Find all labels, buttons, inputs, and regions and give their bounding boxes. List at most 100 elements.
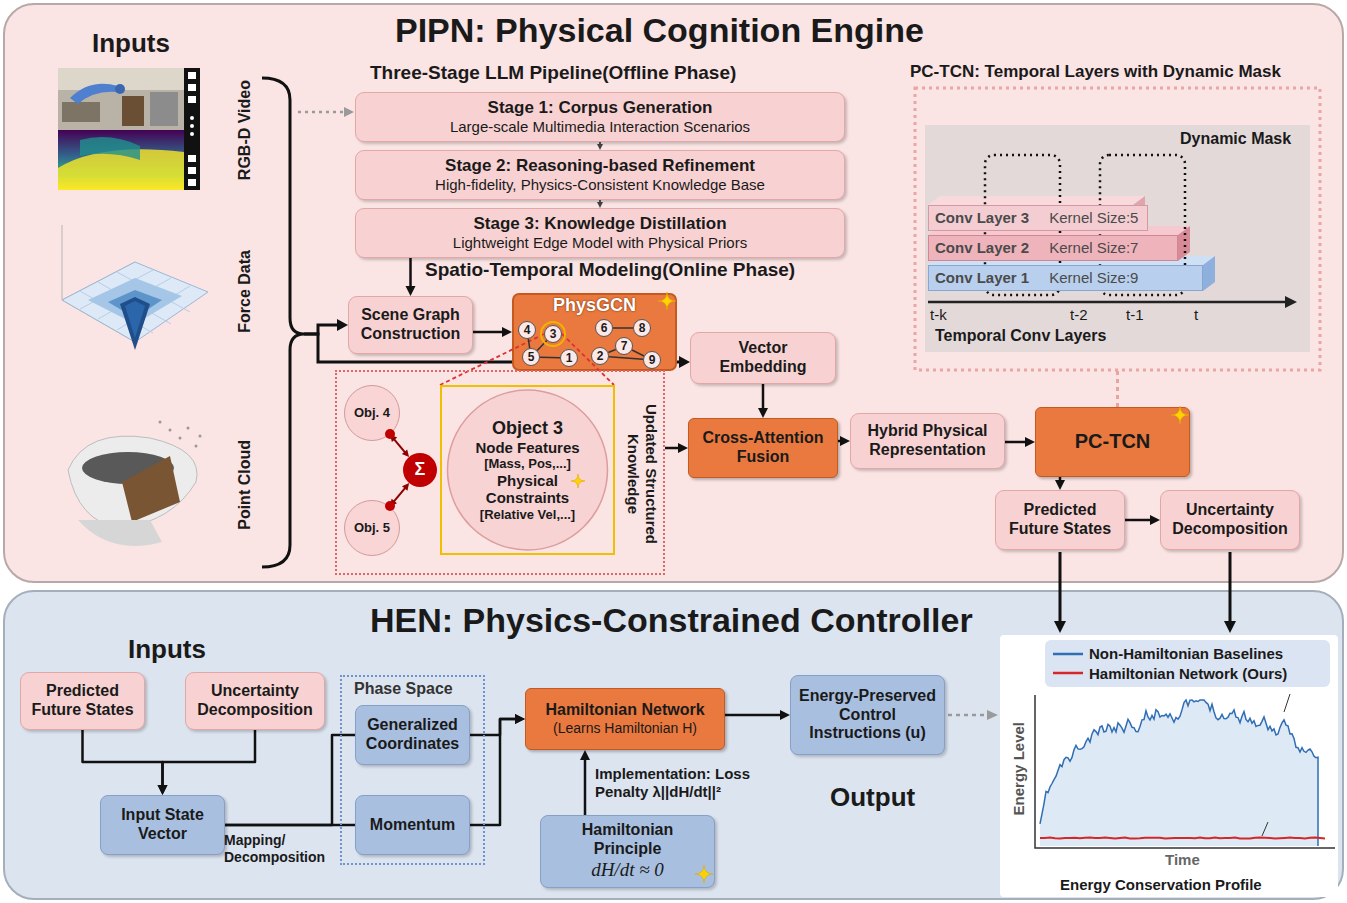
input-bracket (262, 78, 304, 567)
connector-line (393, 486, 407, 503)
connector-line (409, 258, 412, 290)
process-box: Predicted Future States (20, 672, 145, 730)
graph-node: 7 (615, 337, 633, 355)
arrow-head (402, 449, 409, 457)
process-box: Scene Graph Construction (348, 296, 473, 354)
box-text: Stage 2: Reasoning-based Refinement (445, 156, 755, 176)
illustration-part (195, 445, 198, 448)
box-text: Physical Constraints (468, 472, 588, 507)
axis-label: Temporal Conv Layers (935, 327, 1106, 346)
illustration-part (188, 155, 196, 162)
process-box: Uncertainty Decomposition (185, 672, 325, 730)
graph-node: 6 (595, 319, 613, 337)
object-circle-shape (448, 390, 608, 550)
connector-line (83, 730, 163, 789)
series-area (1040, 700, 1318, 846)
illustration-part (188, 72, 196, 79)
box-text: dH/dt ≈ 0 (591, 859, 664, 881)
box-text: Object 3 (492, 418, 563, 439)
arrow-head (1055, 480, 1065, 490)
arrow-head (344, 107, 354, 117)
connector (597, 200, 603, 208)
illustration-part (184, 68, 200, 190)
connector (1005, 437, 1035, 447)
box-text: High-fidelity, Physics-Consistent Knowle… (435, 176, 765, 194)
arrow-head (580, 750, 590, 760)
arrow-head (840, 436, 850, 446)
box-text: 9 (649, 353, 656, 367)
connector (758, 384, 768, 418)
arrow-head (158, 785, 168, 795)
legend-line (1053, 672, 1083, 675)
arrow-head (515, 714, 525, 724)
box-text: [Relative Vel,...] (480, 507, 575, 522)
stage-box: Stage 3: Knowledge DistillationLightweig… (355, 208, 845, 258)
process-box: Predicted Future States (995, 490, 1125, 550)
box-text: 7 (621, 339, 628, 353)
panel-title: PIPN: Physical Cognition Engine (395, 10, 924, 50)
time-tick: t-k (930, 306, 947, 324)
illustration-part (122, 96, 144, 126)
box-text: Stage 3: Knowledge Distillation (473, 214, 726, 234)
box-text: 8 (639, 321, 646, 335)
connector-line (1125, 519, 1154, 522)
connector (158, 730, 256, 795)
arrow-head (158, 785, 168, 795)
box-text: 3 (550, 327, 557, 341)
legend-sample (1053, 648, 1083, 660)
box-text: Node Features (475, 439, 579, 457)
box-text: Predicted Future States (27, 682, 138, 720)
connector-note: Mapping/ Decomposition (224, 832, 336, 865)
connector (665, 443, 688, 453)
connector-line (540, 356, 560, 358)
box-text: 2 (597, 349, 604, 363)
box-text: PC-TCN (1075, 430, 1151, 454)
illustration-part (190, 116, 194, 120)
box-text: [Mass, Pos,...] (484, 456, 571, 471)
connector (225, 735, 355, 825)
legend-box: Non-Hamiltonian BaselinesHamiltonian Net… (1045, 640, 1330, 687)
box-text: Vector Embedding (697, 339, 829, 377)
legend-leader (1284, 694, 1290, 712)
illustration-part (70, 84, 124, 104)
connector (725, 710, 790, 720)
arrow-head (515, 714, 525, 724)
connector (83, 730, 168, 795)
connector-line (1116, 370, 1119, 407)
section-heading: Inputs (92, 28, 170, 59)
arrow-head (678, 443, 688, 453)
connector (597, 142, 603, 150)
connector (225, 825, 355, 826)
box-text: Scene Graph Construction (355, 306, 466, 344)
illustration-part (58, 130, 184, 190)
box-text: Uncertainty Decomposition (1167, 501, 1293, 539)
connector (632, 350, 644, 356)
illustration-part (188, 179, 196, 186)
connector (1125, 515, 1160, 525)
connector-line (225, 735, 355, 825)
illustration-part (120, 297, 150, 350)
process-box: Uncertainty Decomposition (1160, 490, 1300, 550)
edge-label: Implementation: Loss Penalty λ||dH/dt||² (595, 765, 765, 801)
process-box: Hybrid Physical Representation (850, 413, 1005, 469)
box-text: Lightweight Edge Model with Physical Pri… (453, 234, 747, 252)
graph-node: 5 (522, 348, 540, 366)
connector-line (608, 350, 615, 353)
process-box: Hamiltonian PrincipledH/dt ≈ 0 (540, 815, 715, 888)
section-heading: Output (830, 782, 915, 813)
connector-line (163, 730, 256, 789)
box-text: Predicted Future States (1002, 501, 1118, 539)
input-name: Point Cloud (236, 440, 255, 530)
illustration-part (122, 456, 180, 522)
illustration-part (199, 435, 202, 438)
illustration-part (187, 427, 190, 430)
knowledge-region: Updated Structured KnowledgeObj. 4ΣObjec… (335, 370, 665, 575)
contact-dot (385, 501, 395, 511)
force-surface (62, 225, 208, 350)
graph-node: 2 (591, 347, 609, 365)
box-text: Kernel Size:7 (1049, 239, 1138, 257)
graph-node: 9 (643, 351, 661, 369)
phase-region: Phase SpaceGeneralized CoordinatesMoment… (340, 675, 485, 865)
highlight-star (695, 865, 713, 883)
